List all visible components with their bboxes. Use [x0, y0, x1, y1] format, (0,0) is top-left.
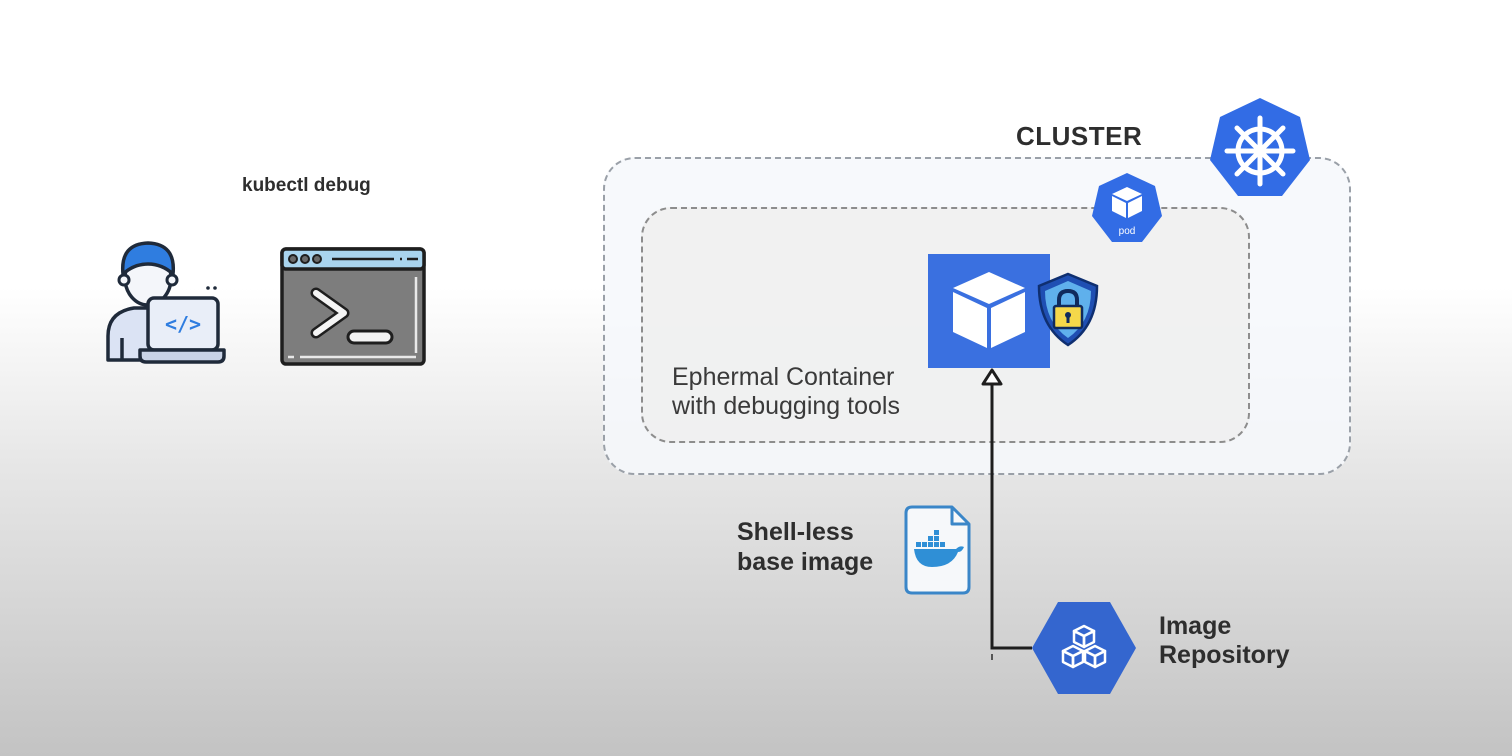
image-repository-icon[interactable]	[1030, 600, 1138, 696]
developer-with-laptop-icon: </>	[106, 241, 226, 364]
image-pull-arrow	[981, 368, 1032, 660]
pod-cube-icon: pod	[1092, 173, 1162, 242]
cluster-label: CLUSTER	[1016, 121, 1143, 151]
docker-file-icon	[904, 505, 971, 595]
ephemeral-container-label: Ephermal Container with debugging tools	[672, 363, 900, 421]
kubectl-debug-label: kubectl debug	[242, 175, 371, 196]
base-image-label-line2: base image	[737, 548, 874, 576]
pod-badge-label: pod	[1119, 226, 1136, 237]
container-cube-icon[interactable]	[928, 254, 1050, 368]
shield-lock-icon	[1037, 272, 1099, 347]
base-image-label-line1: Shell-less	[737, 518, 854, 546]
base-image-label: Shell-less base image	[737, 517, 873, 577]
image-repository-label: Image Repository	[1159, 612, 1290, 670]
kubernetes-helm-icon	[1210, 98, 1310, 196]
image-repository-label-line1: Image	[1159, 612, 1232, 640]
svg-text:</>: </>	[165, 312, 201, 336]
ephemeral-container-label-line2: with debugging tools	[672, 392, 900, 420]
terminal-window-icon	[280, 247, 426, 366]
image-repository-label-line2: Repository	[1159, 641, 1290, 669]
ephemeral-container-label-line1: Ephermal Container	[672, 363, 895, 391]
